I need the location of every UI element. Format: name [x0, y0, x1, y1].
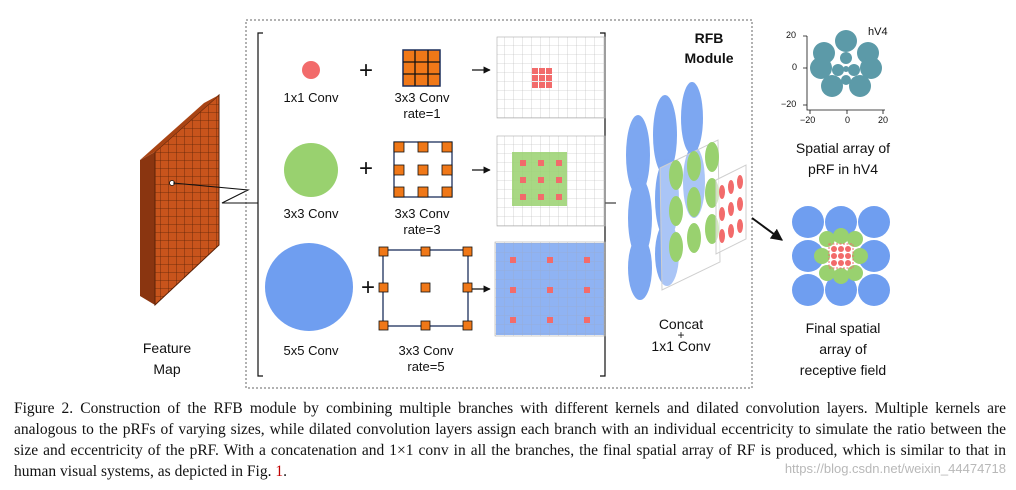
kernel-3x3: [284, 143, 338, 197]
concat-plus: +: [677, 328, 685, 342]
feature-map-line2: Map: [153, 361, 181, 377]
branch-3-kernel-label: 5x5 Conv: [283, 343, 339, 358]
hv4-caption-line2: pRF in hV4: [807, 161, 879, 177]
kernel-5x5: [265, 243, 353, 331]
concat-line2: 1x1 Conv: [651, 338, 711, 354]
plus-sign-1: +: [358, 57, 373, 84]
hv4-caption: Spatial array of pRF in hV4: [776, 138, 910, 180]
branch-1-conv: 3x3 Conv: [394, 90, 450, 105]
branch-2: [284, 135, 606, 227]
hv4-xtick-left: −20: [800, 115, 816, 125]
rfb-line2: Module: [684, 50, 734, 66]
caption-figure-ref[interactable]: 1: [275, 463, 284, 480]
branch-3-dilated-label: 3x3 Conv rate=5: [384, 343, 468, 375]
final-array-label: Final spatial array of receptive field: [776, 318, 910, 381]
hv4-ytick-bottom: −20: [781, 99, 797, 109]
hv4-plot: [803, 30, 885, 114]
left-bracket: [257, 32, 263, 377]
hv4-ytick-mid: 0: [792, 62, 798, 72]
plus-sign-3: +: [360, 274, 375, 301]
branch-3-conv: 3x3 Conv: [398, 343, 454, 358]
branch-3-rate: rate=5: [407, 359, 445, 374]
plus-sign-2: +: [358, 155, 373, 182]
hv4-caption-line1: Spatial array of: [795, 140, 891, 156]
caption-text: Figure 2. Construction of the RFB module…: [14, 400, 1006, 480]
branch-1: [302, 36, 606, 119]
branch-1-kernel-label: 1x1 Conv: [283, 90, 339, 105]
caption-end: .: [283, 463, 287, 480]
branch-3: [265, 241, 606, 337]
feature-map-line1: Feature: [142, 340, 192, 356]
final-array-line1: Final spatial: [805, 320, 881, 336]
module-dashed-box: [245, 19, 753, 389]
hv4-ytick-top: 20: [786, 30, 797, 40]
final-spatial-array: [792, 206, 890, 306]
rfb-figure: [140, 19, 890, 389]
rfb-module-label: RFB Module: [676, 28, 742, 68]
branch-2-dilated-label: 3x3 Conv rate=3: [380, 206, 464, 238]
figure-caption: Figure 2. Construction of the RFB module…: [14, 398, 1006, 482]
feature-map-label: Feature Map: [126, 338, 208, 380]
branch-2-rate: rate=3: [403, 222, 441, 237]
kernel-1x1: [302, 61, 320, 79]
branch-2-kernel-label: 3x3 Conv: [283, 206, 339, 221]
concat-stack: [626, 82, 747, 300]
concat-line1: Concat: [658, 316, 704, 332]
hv4-xtick-right: 20: [878, 115, 889, 125]
output-arrow: [751, 217, 783, 241]
hv4-xtick-mid: 0: [845, 115, 851, 125]
final-array-line3: receptive field: [799, 362, 887, 378]
watermark: https://blog.csdn.net/weixin_44474718: [784, 461, 1006, 476]
branch-1-dilated-label: 3x3 Conv rate=1: [380, 90, 464, 122]
rfb-line1: RFB: [694, 30, 724, 46]
branch-1-rate: rate=1: [403, 106, 441, 121]
hv4-title: hV4: [868, 26, 888, 38]
concat-label: Concat + 1x1 Conv: [640, 317, 722, 353]
branch-2-conv: 3x3 Conv: [394, 206, 450, 221]
feature-map: [140, 93, 258, 307]
final-array-line2: array of: [819, 341, 867, 357]
